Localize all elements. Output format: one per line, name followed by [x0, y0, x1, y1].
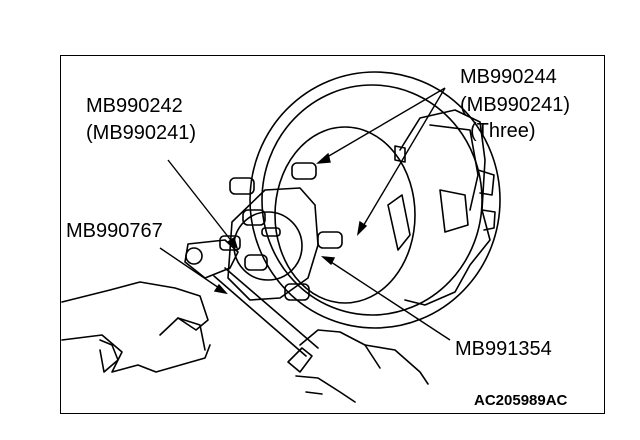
label-mb990241: (MB990241): [86, 122, 197, 144]
left-hand: [61, 281, 211, 373]
label-mb990241-three: (MB990241): [460, 94, 571, 116]
leader-lines: [159, 87, 451, 341]
label-three: (Three): [470, 120, 536, 142]
brake-caliper: [387, 109, 496, 306]
label-mb990767: MB990767: [66, 220, 163, 242]
figure-code: AC205989AC: [474, 392, 568, 409]
label-mb990244: MB990244: [460, 66, 557, 88]
wheel-studs: [219, 162, 343, 301]
figure-frame: [60, 55, 605, 414]
right-hand: [287, 329, 429, 403]
label-mb991354: MB991354: [455, 338, 552, 360]
wrench-tool: [184, 239, 319, 357]
label-mb990242: MB990242: [86, 95, 183, 117]
